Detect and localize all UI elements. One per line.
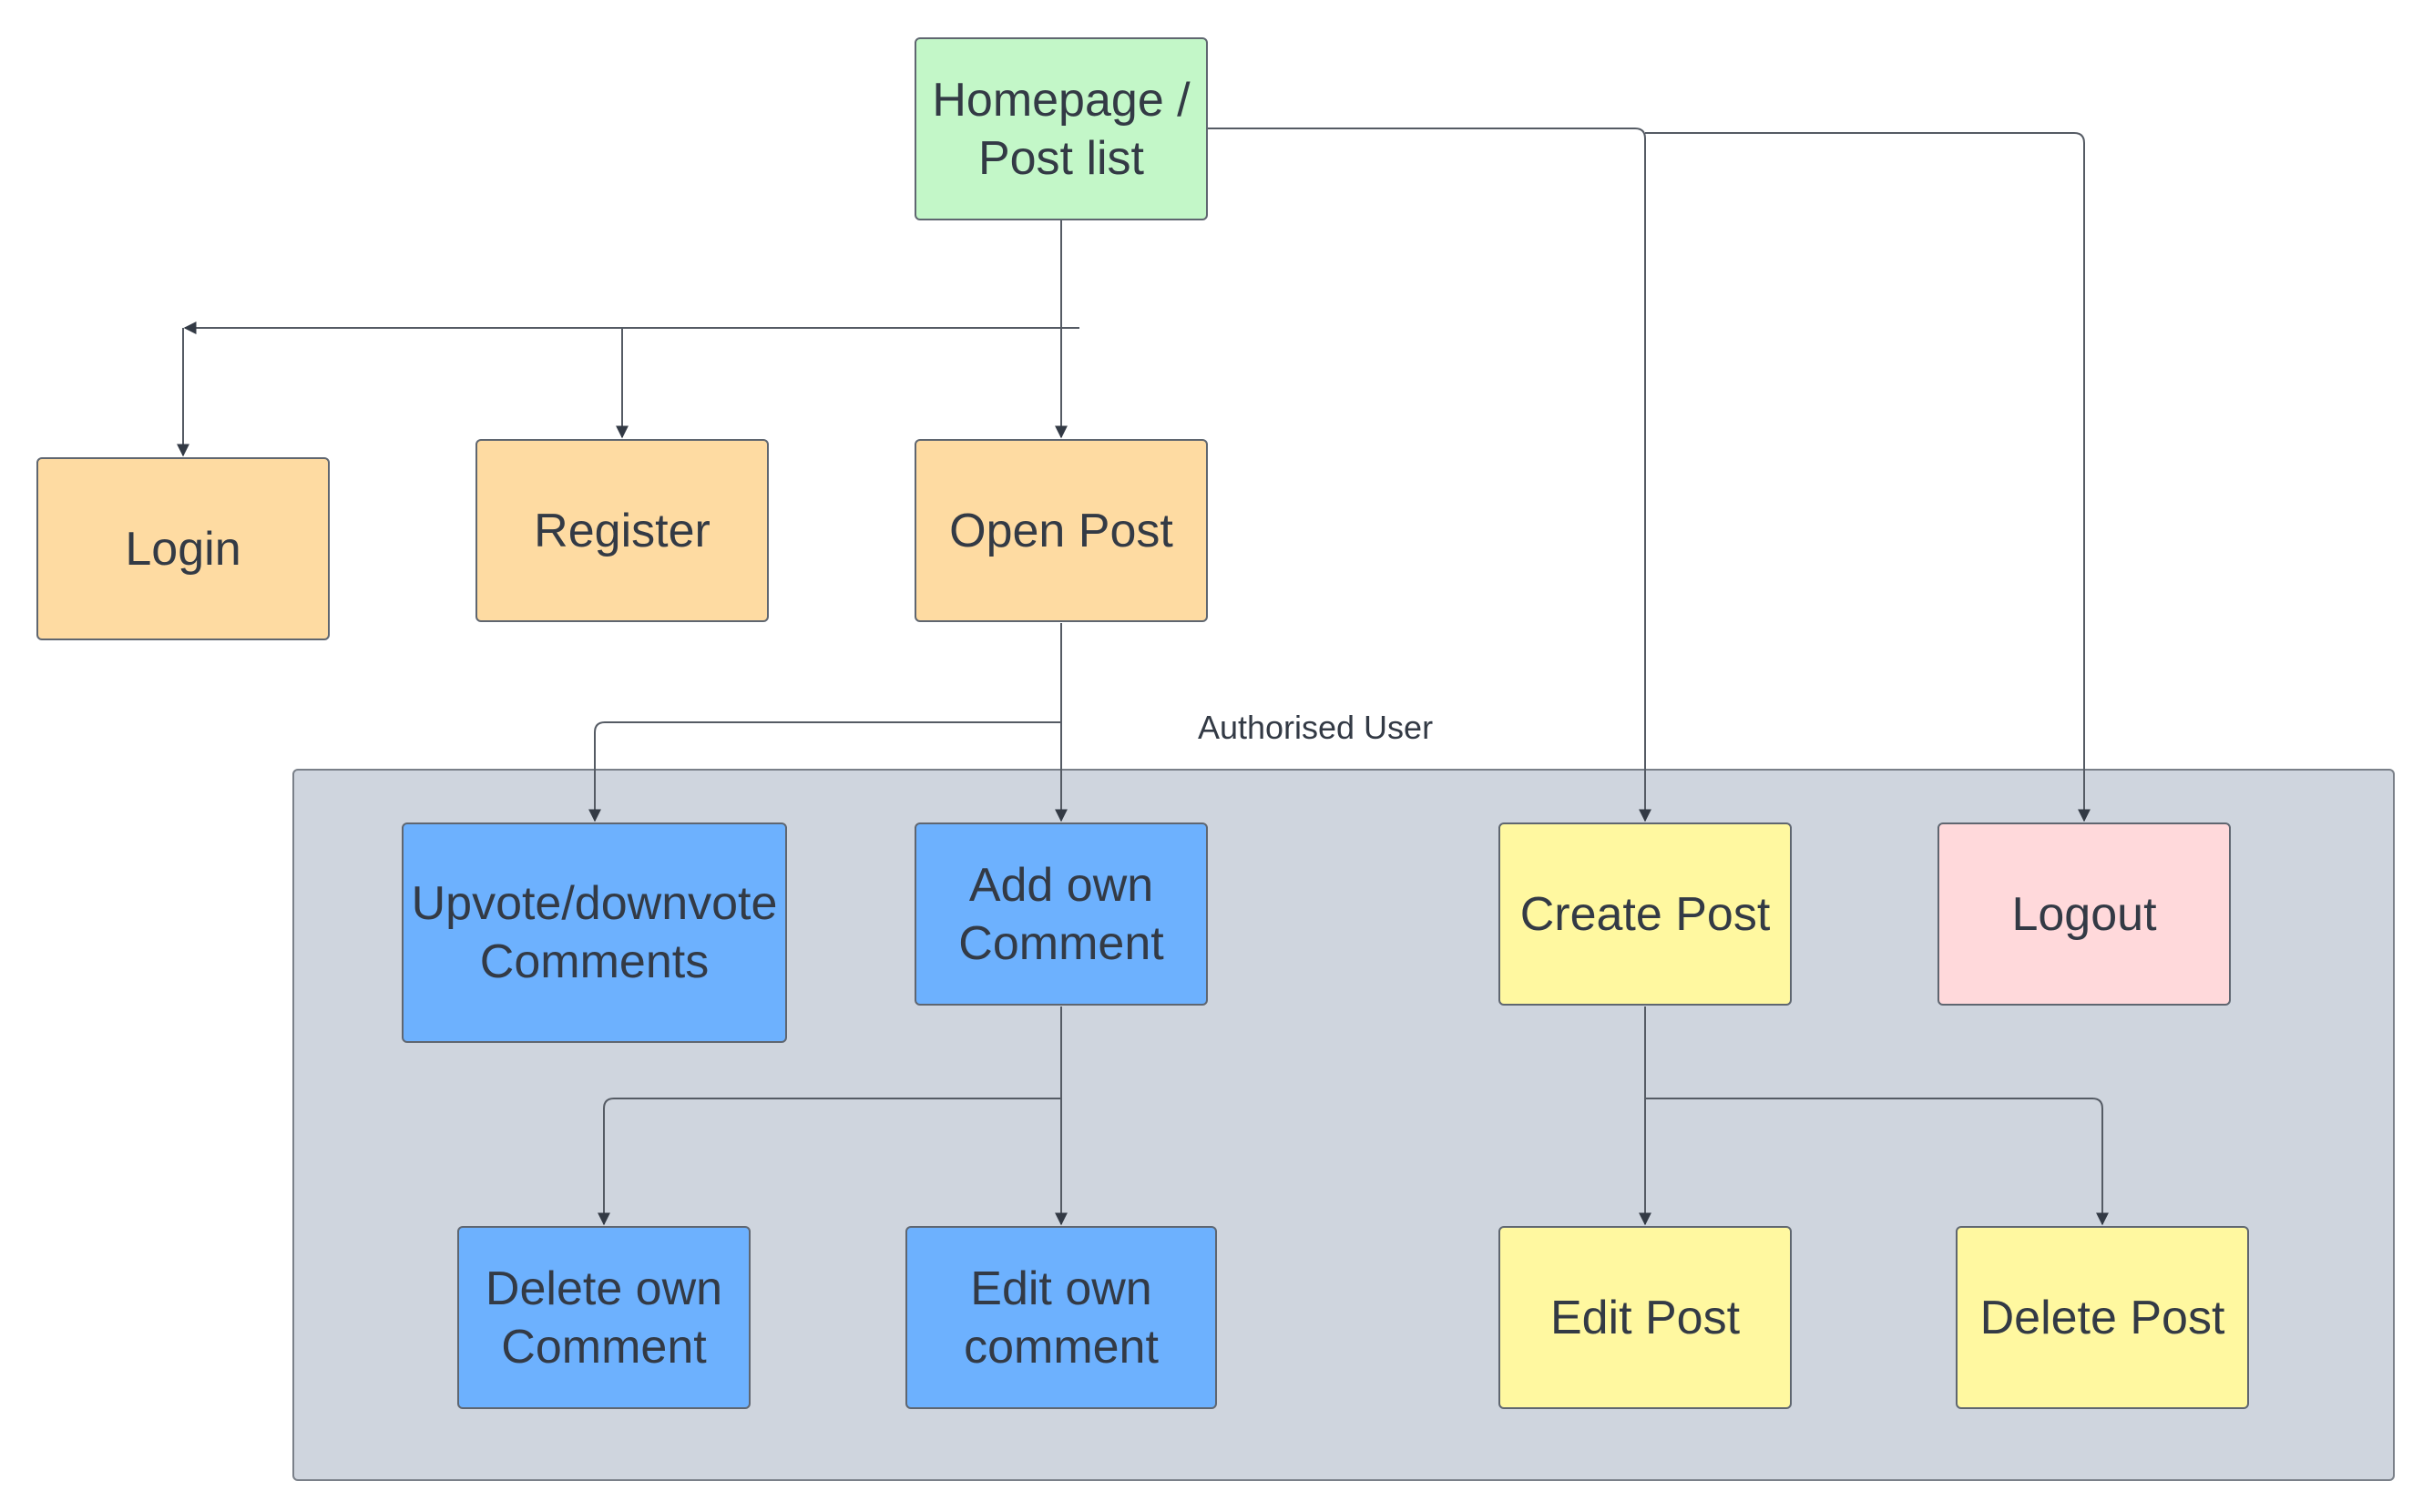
edge-add-comment-delete-comment <box>598 1098 1061 1226</box>
group-label: Authorised User <box>1197 709 1434 746</box>
edge-open-post-upvote <box>588 721 1061 822</box>
node-homepage-label: Homepage /Post list <box>932 71 1190 188</box>
label-line: Edit own <box>970 1262 1152 1315</box>
edge-homepage-create-post <box>1207 128 1651 822</box>
node-login-label: Login <box>125 520 240 578</box>
label-line: Login <box>125 522 241 576</box>
node-login[interactable]: Login <box>36 457 330 640</box>
node-delete-post-label: Delete Post <box>1980 1289 2225 1347</box>
node-create-post[interactable]: Create Post <box>1498 822 1792 1006</box>
label-line: comment <box>964 1320 1159 1374</box>
node-homepage[interactable]: Homepage /Post list <box>915 37 1208 220</box>
label-line: Logout <box>2011 887 2157 941</box>
label-line: Delete own <box>485 1262 723 1315</box>
label-line: Comments <box>479 935 710 988</box>
node-logout[interactable]: Logout <box>1937 822 2231 1006</box>
node-logout-label: Logout <box>2011 885 2156 944</box>
label-line: Comment <box>501 1320 707 1374</box>
edge-create-post-delete-post <box>1645 1098 2109 1226</box>
node-open-post-label: Open Post <box>949 502 1173 560</box>
node-edit-post-label: Edit Post <box>1550 1289 1740 1347</box>
node-delete-post[interactable]: Delete Post <box>1956 1226 2249 1409</box>
label-line: Comment <box>958 916 1164 970</box>
label-line: Upvote/downvote <box>411 877 778 930</box>
label-line: Homepage / <box>932 73 1191 127</box>
label-line: Edit Post <box>1549 1291 1741 1344</box>
label-line: Register <box>534 504 711 557</box>
node-open-post[interactable]: Open Post <box>915 439 1208 622</box>
node-create-post-label: Create Post <box>1520 885 1771 944</box>
label-line: Delete Post <box>1979 1291 2225 1344</box>
node-register-label: Register <box>534 502 711 560</box>
label-line: Post list <box>977 131 1145 185</box>
label-line: Open Post <box>949 504 1173 557</box>
label-line: Create Post <box>1519 887 1771 941</box>
edge-homepage-logout <box>1645 132 2091 822</box>
node-edit-post[interactable]: Edit Post <box>1498 1226 1792 1409</box>
node-register[interactable]: Register <box>475 439 769 622</box>
label-line: Add own <box>968 858 1154 912</box>
